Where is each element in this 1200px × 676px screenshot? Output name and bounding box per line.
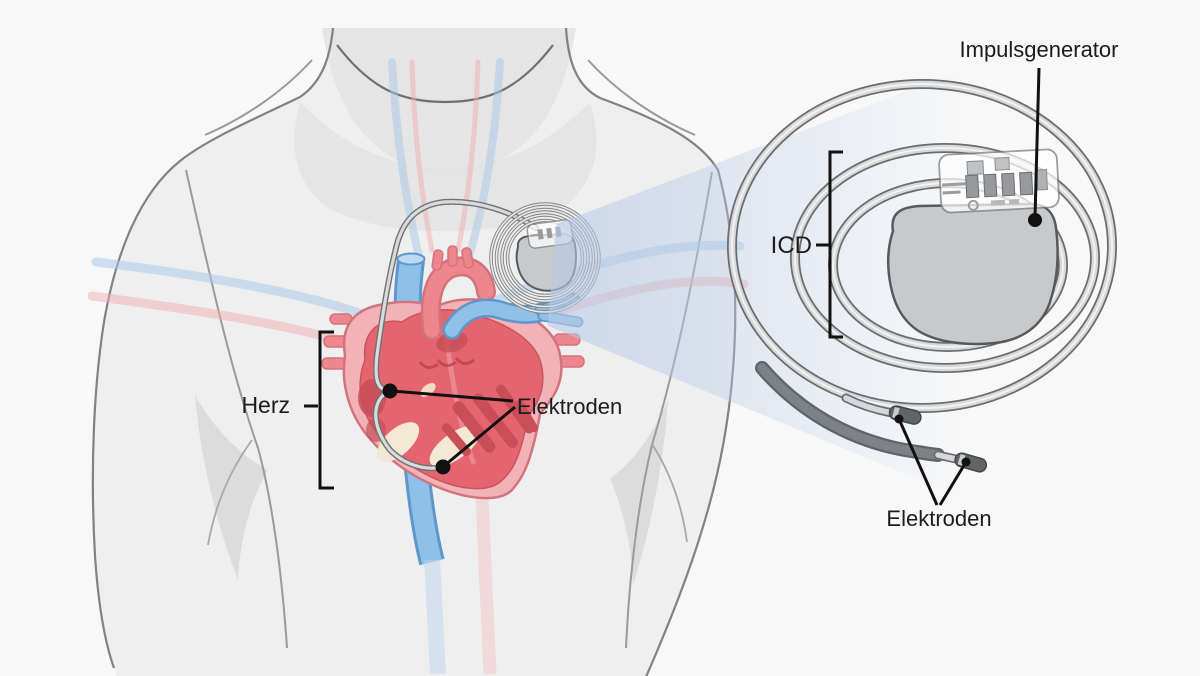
large-icd-coil <box>727 79 1117 413</box>
ivc-fade <box>424 559 446 675</box>
upper-tip-dot <box>894 414 904 424</box>
lead-fill <box>374 200 538 470</box>
torso-outline-left <box>91 27 335 669</box>
svc-opening <box>396 252 426 266</box>
atrial-electrode-dot <box>382 383 398 399</box>
elektroden-heart-pointer <box>391 389 516 468</box>
impulsgenerator-label: Impulsgenerator <box>960 37 1119 62</box>
herz-label: Herz <box>241 392 290 418</box>
collar-line <box>336 44 554 104</box>
herz-bracket <box>304 330 334 490</box>
elektroden-device-label: Elektroden <box>886 506 991 531</box>
shock-coil-segment <box>755 361 965 465</box>
aorta <box>420 245 496 340</box>
descending-aorta-fade <box>475 497 497 675</box>
icd-label: ICD <box>771 232 812 259</box>
armpit-fold-right <box>651 443 688 543</box>
lower-tip-dot <box>961 457 971 467</box>
elektroden-heart-label: Elektroden <box>517 394 622 419</box>
impulsgenerator-pointer <box>1028 67 1042 227</box>
valve-arcs <box>418 357 475 369</box>
generator-header <box>938 148 1060 214</box>
elektroden-device-pointer <box>897 418 968 506</box>
trapezius-line-left <box>204 59 313 136</box>
armpit-shadow-left <box>195 395 268 580</box>
arm-seam-left <box>185 169 288 649</box>
clavicle-shading <box>294 102 597 232</box>
impulsgenerator-dot <box>1028 213 1042 227</box>
icd-bracket <box>816 150 843 339</box>
pulmonary-vein-stubs <box>321 313 585 370</box>
armpit-fold-left <box>207 439 253 546</box>
chest-lead <box>372 198 539 472</box>
trapezius-line-right <box>587 59 696 136</box>
large-icd-device <box>727 79 1117 473</box>
upper-lead-end <box>841 393 897 418</box>
annotations: Herz Elektroden ICD Impulsgenerator Elek… <box>241 37 1118 531</box>
